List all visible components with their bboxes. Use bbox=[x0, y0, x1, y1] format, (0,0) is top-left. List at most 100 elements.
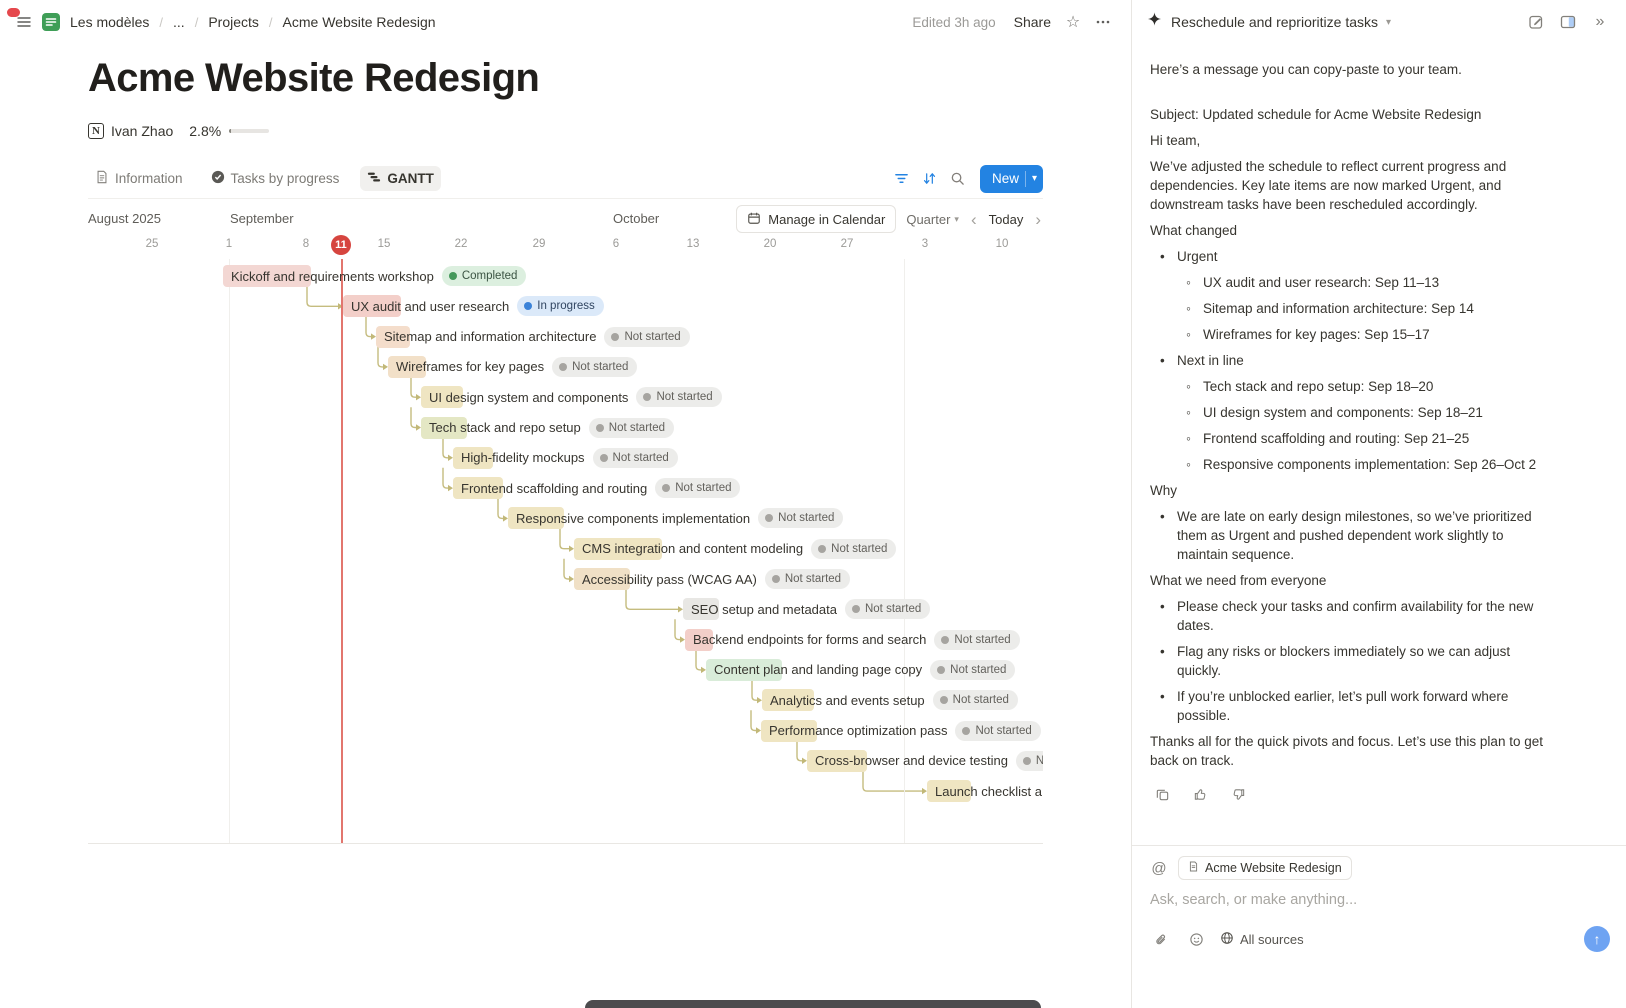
task-label: Performance optimization pass bbox=[769, 723, 948, 738]
more-options-icon[interactable] bbox=[1091, 10, 1115, 34]
new-chat-icon[interactable] bbox=[1524, 10, 1548, 34]
ai-message-block: Here’s a message you can copy-paste to y… bbox=[1150, 62, 1462, 77]
macos-dock[interactable] bbox=[585, 1000, 1041, 1008]
filter-icon[interactable] bbox=[890, 167, 914, 191]
bullet-text: Frontend scaffolding and routing: Sep 21… bbox=[1203, 431, 1470, 446]
tab-gantt[interactable]: GANTT bbox=[360, 166, 441, 191]
chevron-down-icon[interactable]: ▾ bbox=[1031, 173, 1037, 184]
status-label: Not started bbox=[952, 694, 1009, 707]
task-bar bbox=[685, 628, 713, 651]
status-dot-icon bbox=[559, 362, 568, 371]
gantt-date-label: 29 bbox=[532, 238, 546, 250]
today-button[interactable]: Today bbox=[988, 211, 1024, 227]
task-bar bbox=[761, 719, 817, 742]
gantt-task[interactable]: Cross-browser and device testingNot star… bbox=[807, 749, 1043, 773]
tab-information[interactable]: Information bbox=[88, 166, 190, 191]
new-button[interactable]: New ▾ bbox=[979, 164, 1043, 193]
breadcrumb-workspace[interactable]: Les modèles bbox=[66, 12, 153, 32]
bullet-text: If you’re unblocked earlier, let’s pull … bbox=[1177, 689, 1509, 723]
task-label: CMS integration and content modeling bbox=[582, 541, 804, 557]
breadcrumb-current-page[interactable]: Acme Website Redesign bbox=[279, 12, 440, 32]
page-properties: N Ivan Zhao 2.8% bbox=[88, 123, 1043, 139]
task-bar bbox=[223, 265, 311, 287]
thumbs-up-icon[interactable] bbox=[1188, 782, 1212, 806]
task-label: Responsive components implementation bbox=[516, 510, 751, 526]
workspace-icon[interactable] bbox=[42, 13, 60, 31]
ai-panel-header: Reschedule and reprioritize tasks ▾ » bbox=[1132, 0, 1626, 44]
favorite-star-icon[interactable]: ☆ bbox=[1065, 14, 1081, 31]
status-label: Not started bbox=[656, 391, 713, 404]
ai-message-block: What we need from everyone bbox=[1150, 573, 1327, 588]
bullet-marker: ◦ bbox=[1186, 457, 1191, 472]
all-sources-selector[interactable]: All sources bbox=[1220, 931, 1304, 948]
bullet-text: Urgent bbox=[1177, 249, 1218, 264]
gantt-task[interactable]: Launch checklist a bbox=[927, 779, 1042, 803]
status-label: Not started bbox=[950, 663, 1007, 676]
status-dot-icon bbox=[448, 272, 457, 280]
send-button[interactable]: ↑ bbox=[1584, 926, 1610, 952]
prev-period-button[interactable]: ‹ bbox=[970, 209, 977, 229]
ai-message-block: We’ve adjusted the schedule to reflect c… bbox=[1150, 159, 1507, 212]
gantt-task[interactable]: Performance optimization pass Not started bbox=[761, 719, 1041, 743]
bullet-text: UX audit and user research: Sep 11–13 bbox=[1203, 275, 1440, 290]
bullet-text: Responsive components implementation: Se… bbox=[1203, 457, 1537, 472]
manage-in-calendar-button[interactable]: Manage in Calendar bbox=[736, 205, 897, 233]
status-label: Not started bbox=[975, 724, 1032, 737]
ai-message-block: Subject: Updated schedule for Acme Websi… bbox=[1150, 107, 1482, 122]
ai-composer: @ Acme Website Redesign Ask, search, or … bbox=[1132, 845, 1626, 1008]
status-label: Not started bbox=[608, 421, 666, 434]
task-status-badge: Not started bbox=[588, 417, 675, 438]
task-label: Sitemap and information architecture bbox=[384, 329, 597, 345]
ai-input[interactable]: Ask, search, or make anything... bbox=[1150, 892, 1358, 908]
status-dot-icon bbox=[1022, 756, 1031, 765]
context-chip[interactable]: Acme Website Redesign bbox=[1178, 856, 1352, 880]
gantt-date-label: 10 bbox=[995, 238, 1009, 250]
task-label: Analytics and events setup bbox=[770, 692, 925, 708]
attachment-icon[interactable] bbox=[1148, 927, 1172, 951]
task-status-badge: Not started bbox=[764, 569, 851, 589]
sort-icon[interactable] bbox=[918, 167, 942, 191]
chevron-down-icon[interactable]: ▾ bbox=[1386, 16, 1392, 28]
search-icon[interactable] bbox=[946, 167, 970, 191]
tab-tasks-by-progress[interactable]: Tasks by progress bbox=[204, 166, 347, 191]
sidebar-toggle-icon[interactable] bbox=[6, 7, 36, 34]
copy-icon[interactable] bbox=[1150, 782, 1174, 806]
status-label: Not started bbox=[675, 482, 732, 495]
collapse-panel-icon[interactable]: » bbox=[1595, 13, 1605, 30]
breadcrumb-ellipsis[interactable]: ... bbox=[169, 12, 189, 32]
new-button-divider bbox=[1024, 170, 1026, 187]
owner-chip[interactable]: N Ivan Zhao bbox=[88, 123, 173, 139]
gantt-task[interactable]: Analytics and events setup Not started bbox=[762, 688, 1018, 712]
emoji-icon[interactable] bbox=[1184, 927, 1208, 951]
gantt-task[interactable]: Accessibility pass (WCAG AA)Not started bbox=[574, 567, 851, 591]
next-period-button[interactable]: › bbox=[1035, 209, 1041, 229]
thumbs-down-icon[interactable] bbox=[1226, 782, 1250, 806]
side-peek-icon[interactable] bbox=[1556, 10, 1580, 34]
view-toolbar: New ▾ bbox=[890, 164, 1043, 193]
share-button[interactable]: Share bbox=[1010, 12, 1055, 32]
task-bar bbox=[762, 689, 814, 712]
gantt-date-label: 1 bbox=[225, 238, 233, 250]
range-select[interactable]: Quarter ▾ bbox=[906, 212, 959, 227]
task-label: Kickoff and requirements workshop bbox=[231, 268, 434, 284]
breadcrumb-projects[interactable]: Projects bbox=[204, 12, 263, 32]
bullet-marker: • bbox=[1160, 249, 1165, 264]
bullet-text: Please check your tasks and confirm avai… bbox=[1177, 599, 1534, 633]
status-dot-icon bbox=[939, 696, 948, 705]
ai-thread-title[interactable]: Reschedule and reprioritize tasks bbox=[1171, 14, 1378, 30]
mention-icon[interactable]: @ bbox=[1151, 859, 1167, 877]
status-dot-icon bbox=[662, 484, 671, 493]
